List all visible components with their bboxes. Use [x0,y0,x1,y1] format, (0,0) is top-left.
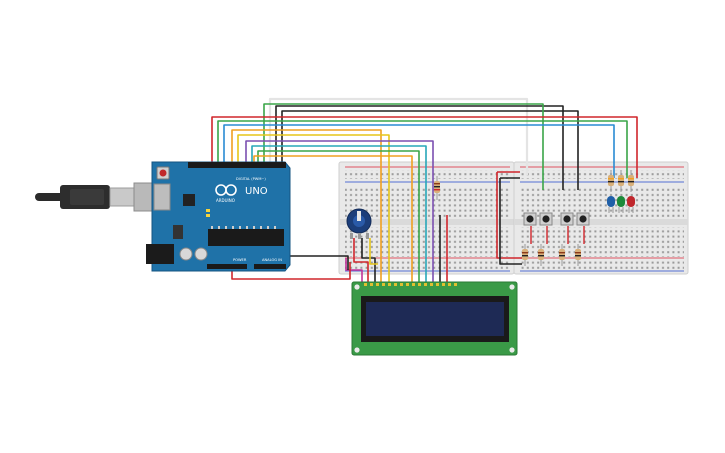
push-button[interactable] [560,212,574,226]
wire-black [275,105,564,190]
lcd-pin-header [364,283,457,286]
lcd-16x2-display[interactable] [351,281,518,356]
atmega-chip [208,229,284,246]
pulldown-resistors [522,226,585,266]
push-button[interactable] [576,212,590,226]
arduino-uno-board[interactable]: UNO ARDUINO DIGITAL (PWM~) POWER ANALOG … [146,161,291,272]
wire-orange-2 [253,155,413,200]
arduino-logo-label: ARDUINO [216,198,235,203]
push-button[interactable] [539,212,553,226]
digital-header-label: DIGITAL (PWM~) [236,177,266,181]
arduino-logo-icon [215,184,237,196]
potentiometer[interactable] [346,208,372,239]
wire-blue [223,124,615,178]
wire-purple [245,140,434,200]
led-red[interactable] [627,196,635,213]
power-header-label: POWER [233,258,247,262]
power-header [207,264,247,269]
arduino-model-label: UNO [245,186,268,197]
usb-cable [35,182,167,212]
push-buttons [523,212,590,226]
resistor-left [434,176,440,200]
analog-header [254,264,286,269]
push-button[interactable] [523,212,537,226]
wire-teal [251,145,427,200]
wire-green-2 [217,120,628,178]
breadboard-left [338,161,515,275]
wire-5v [231,262,351,280]
digital-header [188,162,286,168]
wire-red [211,116,638,178]
wire-yellow [237,134,390,200]
lcd-screen [366,302,504,336]
led-blue[interactable] [607,196,615,213]
analog-header-label: ANALOG IN [262,258,282,262]
leds [607,196,635,213]
wires [211,97,638,283]
led-green[interactable] [617,196,625,213]
wire-orange [231,129,382,180]
led-resistors [608,170,634,192]
power-jack [146,244,174,264]
wire-green [263,103,544,190]
wire-gnd [287,255,349,270]
wire-black-2 [281,110,579,190]
